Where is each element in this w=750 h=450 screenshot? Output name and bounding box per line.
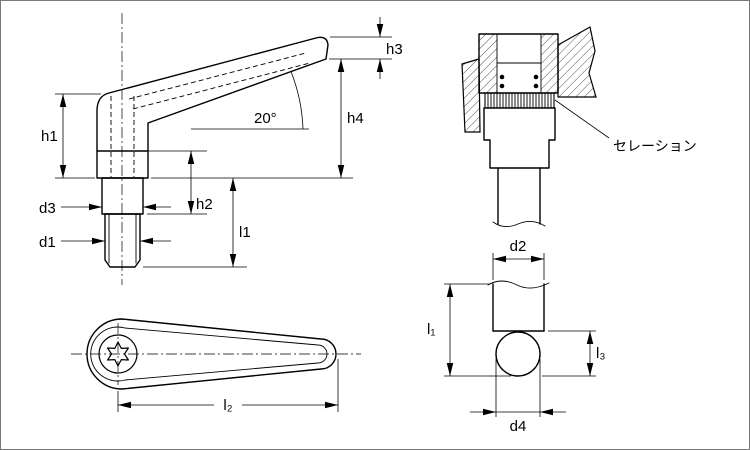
side-view-hidden-lines — [110, 52, 311, 177]
dim-label-l1-detail: l₁ — [427, 321, 435, 338]
break-line — [487, 280, 550, 289]
dim-label-d1: d1 — [39, 234, 56, 251]
side-view-dimensions — [55, 17, 392, 268]
dim-label-d4: d4 — [510, 418, 527, 435]
detail-view-dimensions — [444, 253, 596, 417]
section-view: セレーション — [461, 26, 697, 227]
dim-label-d3: d3 — [39, 200, 56, 217]
ball-end — [495, 331, 541, 377]
hub-section — [478, 33, 559, 94]
spring-dot — [533, 74, 539, 80]
top-view-dimensions — [117, 359, 339, 412]
spring-dot — [499, 83, 505, 89]
torx-screw-icon — [107, 341, 129, 367]
lever-top-outline — [86, 318, 337, 390]
serration-leader-line — [554, 99, 610, 139]
side-view: h1 d3 d1 h2 l1 h4 h3 20° — [39, 13, 403, 285]
dim-label-l3: l₃ — [596, 345, 605, 362]
break-line — [492, 221, 546, 227]
dim-label-h3: h3 — [386, 41, 403, 58]
detail-view: d2 l₁ l₃ d4 — [427, 238, 605, 435]
top-view: l₂ — [71, 318, 361, 414]
angle-label: 20° — [254, 110, 277, 127]
clamped-plates-hatched — [461, 26, 597, 133]
dim-label-l2: l₂ — [223, 397, 232, 414]
serration-band — [484, 92, 555, 109]
dim-label-d2: d2 — [510, 238, 527, 255]
spring-dot — [533, 83, 539, 89]
spring-dot — [499, 74, 505, 80]
lever-body-outline — [96, 36, 329, 268]
dim-label-h4: h4 — [347, 110, 364, 127]
dim-label-h1: h1 — [41, 128, 58, 145]
dim-label-l1-side: l1 — [239, 224, 251, 241]
stud-detail-outline — [487, 280, 550, 377]
top-view-centerlines — [71, 323, 361, 385]
serration-callout-label: セレーション — [613, 138, 697, 154]
lower-boss-section — [483, 107, 556, 227]
dim-label-h2: h2 — [196, 196, 213, 213]
